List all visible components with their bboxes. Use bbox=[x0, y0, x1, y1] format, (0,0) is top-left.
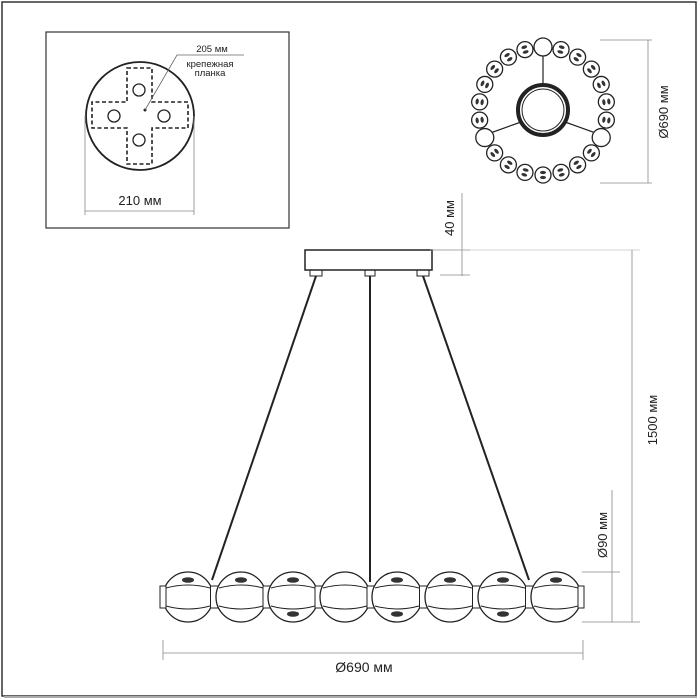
screw-hole bbox=[132, 133, 146, 147]
ring-bead bbox=[534, 166, 552, 184]
sphere-bead bbox=[371, 571, 423, 623]
top-diameter-label: Ø690 мм bbox=[656, 85, 671, 138]
ring-bead bbox=[471, 111, 489, 129]
sphere-bead bbox=[477, 571, 529, 623]
ring-bead bbox=[499, 156, 518, 174]
plate-label-line2: планка bbox=[195, 68, 227, 79]
ring-bead bbox=[592, 75, 610, 94]
sphere-bead bbox=[162, 571, 214, 623]
screw-hole bbox=[107, 109, 121, 123]
sphere-bead bbox=[267, 571, 319, 623]
ring-bead bbox=[485, 144, 504, 162]
central-ring bbox=[516, 83, 570, 137]
ring-bead bbox=[475, 127, 495, 148]
canopy-height-label: 40 мм bbox=[442, 200, 457, 236]
ring-bead bbox=[516, 40, 534, 59]
ring-bead bbox=[597, 111, 615, 129]
canopy-side-view bbox=[304, 249, 433, 277]
ring-bead bbox=[582, 144, 601, 162]
ring-bead bbox=[582, 60, 601, 78]
ring-bead bbox=[568, 156, 587, 174]
screw-hole bbox=[157, 109, 171, 123]
sphere-bead bbox=[424, 571, 476, 623]
leader-line bbox=[144, 54, 244, 111]
bead-diameter-label: Ø90 мм bbox=[595, 512, 610, 558]
sphere-bead bbox=[215, 571, 267, 623]
ring-bead bbox=[476, 75, 494, 94]
ring-bead bbox=[516, 163, 534, 182]
ring-bead bbox=[591, 127, 611, 148]
ring-bead bbox=[533, 37, 553, 57]
mount-detail-box: 205 мм крепежная планка 210 мм bbox=[45, 31, 290, 229]
ring-bead bbox=[471, 93, 489, 111]
plate-label-line1: крепежная bbox=[186, 59, 233, 70]
suspension-wire bbox=[211, 275, 317, 581]
top-view-ring bbox=[471, 37, 615, 184]
screw-hole bbox=[132, 83, 146, 97]
ring-bead bbox=[485, 60, 504, 78]
canopy-diameter-label: 210 мм bbox=[118, 193, 161, 208]
mounting-plate-cross bbox=[91, 67, 189, 165]
bottom-diameter-label: Ø690 мм bbox=[335, 659, 392, 675]
canopy-outline bbox=[85, 61, 195, 171]
ring-bead bbox=[552, 40, 570, 59]
suspension-wire bbox=[422, 275, 530, 581]
plate-size-label: 205 мм bbox=[196, 44, 228, 55]
sphere-bead bbox=[319, 571, 371, 623]
ring-bead bbox=[499, 48, 518, 66]
ring-bead bbox=[552, 163, 570, 182]
bead-row bbox=[159, 571, 585, 623]
sphere-bead bbox=[530, 571, 582, 623]
total-height-label: 1500 мм bbox=[645, 395, 660, 445]
ring-bead bbox=[568, 48, 587, 66]
ring-bead bbox=[597, 93, 615, 111]
